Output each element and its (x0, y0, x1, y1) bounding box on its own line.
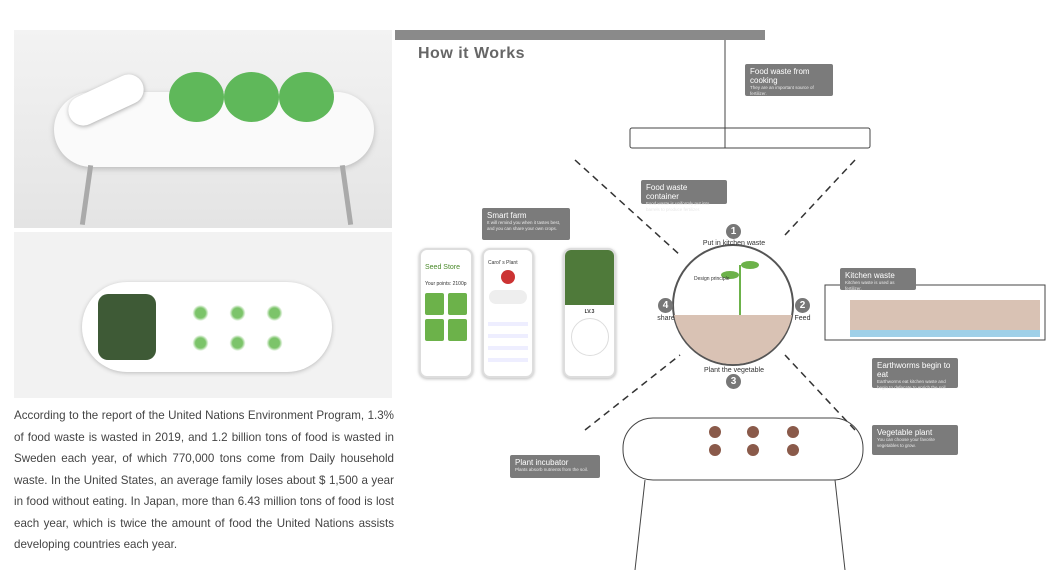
phone-level: LV.3 (563, 248, 616, 378)
callout-text: Kitchen waste is used as fertilizer. (845, 280, 895, 291)
step-1-badge: 1 (726, 224, 741, 239)
phone-plant: Carol' s Plant (482, 248, 534, 378)
step-3-badge: 3 (726, 374, 741, 389)
callout-title: Earthworms begin to eat (877, 361, 951, 379)
intro-paragraph: According to the report of the United Na… (14, 409, 394, 551)
diagram-lines (574, 40, 1046, 570)
step-4-label: share (657, 315, 675, 322)
callout-title: Smart farm (487, 211, 527, 220)
callout-text: Earthworms eat kitchen waste and begin t… (877, 379, 947, 390)
phone-seed-store: Seed Store Your points: 2100p (419, 248, 473, 378)
points-label: Your points: 2100p (425, 281, 467, 287)
level-label: LV.3 (584, 309, 595, 315)
plant-title: Carol' s Plant (488, 260, 518, 266)
step-2-badge: 2 (795, 298, 810, 313)
page-title: How it Works (418, 45, 526, 62)
callout-title: Food waste container (646, 183, 688, 201)
callout-title: Plant incubator (515, 458, 569, 467)
callout-title: Kitchen waste (845, 271, 895, 280)
callout-text: Plants absorb nutrients from the soil. (515, 467, 589, 472)
callout-title: Vegetable plant (877, 428, 933, 437)
design-principle-label: Design principle (694, 276, 730, 282)
callout-text: It will remind you when it tastes best, … (487, 220, 561, 231)
header-bar (395, 30, 765, 40)
callout-text: You can choose your favorite vegetables … (877, 437, 935, 448)
product-photo-top (14, 30, 392, 228)
product-photo-topview (14, 232, 392, 398)
seed-store-title: Seed Store (425, 264, 461, 271)
step-1-label: Put in kitchen waste (702, 240, 766, 247)
callout-text: They are an important source of fertiliz… (750, 85, 814, 96)
step-4-badge: 4 (658, 298, 673, 313)
step-3-label: Plant the vegetable (704, 367, 764, 374)
callout-text: Food waste is uniformly put into barrels… (646, 201, 710, 212)
callout-title: Food waste from cooking (750, 67, 810, 85)
step-2-label: Feed (794, 315, 811, 322)
